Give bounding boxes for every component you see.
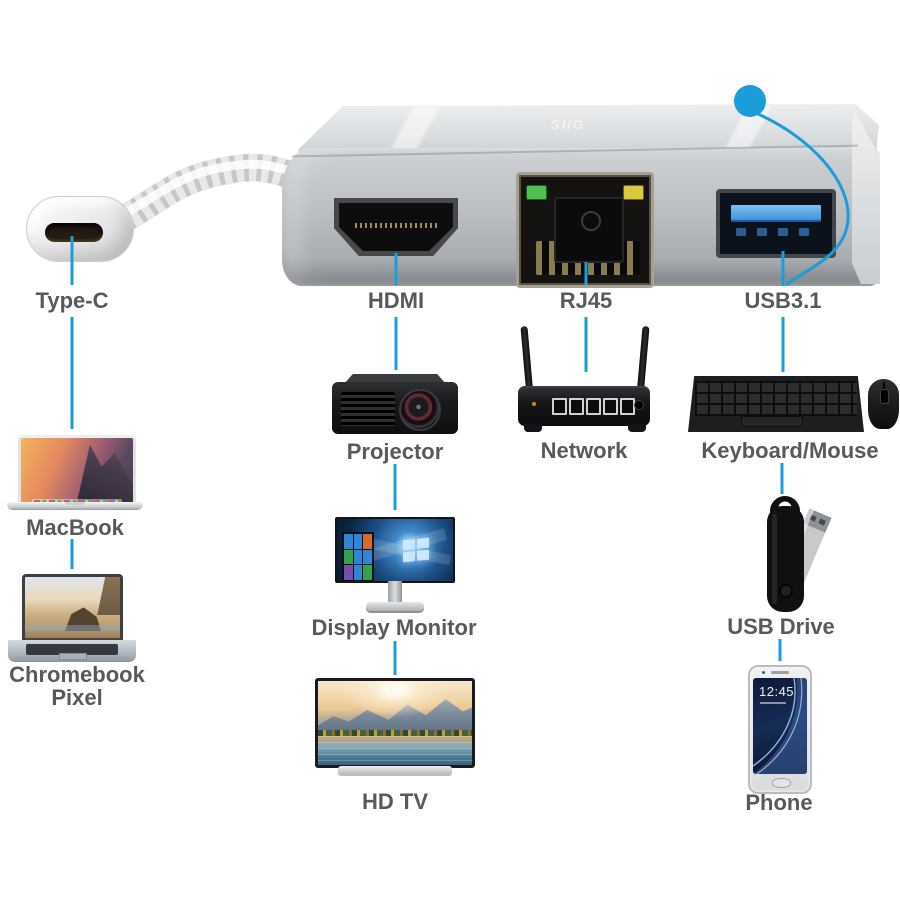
- device-label-network: Network: [540, 438, 628, 463]
- mouse-scroll-wheel: [880, 389, 889, 404]
- reflection-streak: [388, 106, 440, 154]
- router-ports: [552, 398, 635, 415]
- usb-drive-connector: [781, 508, 832, 585]
- hub-brand-logo: SIIG: [551, 117, 586, 132]
- phone-wallpaper-swirl: [753, 678, 807, 774]
- usb-drive-ring: [770, 496, 800, 526]
- usb-contact: [799, 228, 809, 236]
- projector-vent: [341, 392, 395, 426]
- projector-lens: [399, 389, 441, 431]
- port-label-rj45: RJ45: [559, 288, 613, 313]
- phone-clock: 12:45: [759, 684, 795, 699]
- macbook-notch: [65, 502, 85, 505]
- chromebook-base: [8, 640, 136, 662]
- projector-top: [344, 374, 446, 383]
- router-antenna: [520, 325, 533, 391]
- keyboard-keys: [695, 381, 857, 416]
- macbook-screen: [18, 435, 136, 509]
- phone-speaker: [771, 671, 789, 674]
- router-body: [518, 386, 650, 426]
- device-label-hdtv: HD TV: [362, 789, 428, 814]
- port-label-hdmi: HDMI: [367, 288, 425, 313]
- device-label-keyboard-mouse: Keyboard/Mouse: [701, 438, 879, 463]
- tv-stand: [338, 766, 452, 774]
- scene-sun-glow: [318, 681, 472, 732]
- usb-contact: [778, 228, 788, 236]
- wallpaper-cliff: [97, 577, 120, 616]
- phone-date-line: [760, 702, 786, 704]
- rj45-port: [516, 172, 654, 288]
- usb-contact: [757, 228, 767, 236]
- keyboard-image: [688, 376, 864, 432]
- chromebook-image: [8, 572, 136, 662]
- monitor-screen: [335, 517, 455, 583]
- type-c-connector: [26, 196, 134, 262]
- router-jack: [634, 400, 644, 410]
- start-menu: [342, 532, 374, 581]
- device-label-display-monitor: Display Monitor: [311, 615, 477, 640]
- usb-drive-body: [767, 506, 804, 612]
- device-label-phone: Phone: [745, 790, 813, 815]
- scene-trees: [318, 729, 472, 738]
- link-led-green: [526, 185, 547, 200]
- activity-led-yellow: [623, 185, 644, 200]
- device-label-projector: Projector: [346, 439, 444, 464]
- port-label-usb31: USB3.1: [744, 288, 822, 313]
- type-c-slot: [45, 223, 103, 242]
- hdmi-pins: [354, 223, 438, 229]
- phone-home-button: [771, 778, 791, 788]
- mouse-image: [868, 379, 899, 429]
- hdmi-port: [334, 198, 458, 256]
- hdtv-image: [315, 678, 475, 778]
- chromebook-keyboard: [26, 644, 118, 655]
- keyboard-spacebar: [740, 416, 803, 427]
- chromebook-screen: [22, 574, 123, 646]
- router-led: [532, 402, 536, 406]
- usb-port: [716, 189, 836, 258]
- phone-image: 12:45: [748, 665, 812, 794]
- phone-screen: 12:45: [753, 678, 807, 774]
- macbook-image: [7, 433, 145, 513]
- display-monitor-image: [335, 517, 455, 612]
- projector-image: [332, 372, 458, 434]
- device-label-macbook: MacBook: [26, 515, 124, 540]
- rj45-plug: [554, 197, 624, 263]
- power-symbol: [581, 211, 601, 231]
- router-foot: [524, 424, 542, 432]
- router-antenna: [637, 325, 650, 391]
- phone-camera: [762, 671, 765, 674]
- macbook-base: [7, 502, 143, 510]
- projector-body: [332, 382, 458, 434]
- windows-logo: [403, 537, 429, 563]
- network-router-image: [516, 323, 652, 433]
- usb-contact: [736, 228, 746, 236]
- wallpaper-mountain: [76, 444, 133, 506]
- monitor-stand-base: [366, 602, 424, 611]
- router-foot: [628, 424, 646, 432]
- chromebook-trackpad: [59, 653, 87, 660]
- device-label-usb-drive: USB Drive: [727, 614, 835, 639]
- macbook-dock: [32, 499, 122, 504]
- monitor-stand-neck: [388, 581, 402, 602]
- hdmi-opening: [339, 203, 453, 251]
- scene-lake-reflection: [318, 736, 472, 765]
- port-label-type-c: Type-C: [35, 288, 109, 313]
- device-label-chromebook: Chromebook Pixel: [9, 662, 145, 711]
- wallpaper-water: [25, 625, 120, 632]
- usb-blue-tongue: [731, 205, 821, 222]
- tv-screen: [315, 678, 475, 768]
